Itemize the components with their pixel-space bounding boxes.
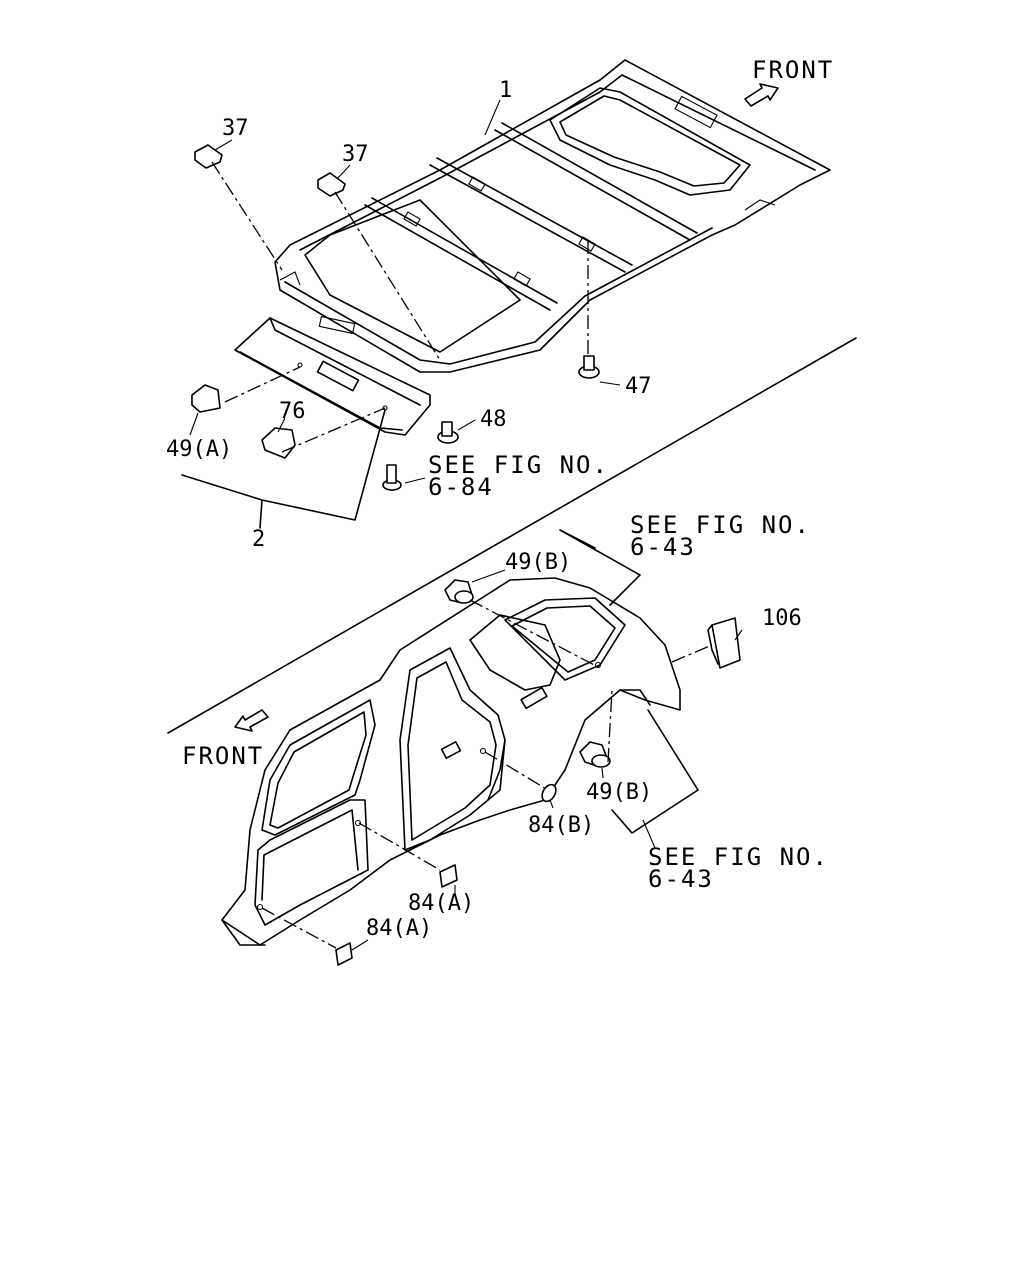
plug-84a-lower <box>335 942 353 966</box>
clip-37-a <box>194 144 223 169</box>
clip-49a <box>191 384 221 413</box>
see-fig-643a-line2: 6-43 <box>630 533 696 561</box>
visor-holder-76 <box>261 427 296 459</box>
sunvisor-assembly <box>234 317 431 436</box>
callout-84a-upper: 84(A) <box>408 891 474 916</box>
callout-84a-lower: 84(A) <box>366 916 432 941</box>
callout-48: 48 <box>480 407 507 432</box>
front-label-top: FRONT <box>752 56 834 84</box>
headliner-part <box>274 59 831 373</box>
front-arrow-top-icon <box>744 83 779 107</box>
callout-106: 106 <box>762 606 802 631</box>
front-arrow-bottom-icon <box>234 709 269 732</box>
callout-49a: 49(A) <box>166 437 232 462</box>
see-fig-643b-line1: SEE FIG NO. <box>648 843 829 871</box>
see-fig-684-line2: 6-84 <box>428 473 494 501</box>
clip-49b-top <box>444 579 474 604</box>
callout-47: 47 <box>625 374 652 399</box>
plug-84a-upper <box>439 864 458 888</box>
screw-48 <box>437 421 459 444</box>
screw-6-84 <box>382 464 402 491</box>
callout-49b-bottom: 49(B) <box>586 780 652 805</box>
callout-2: 2 <box>252 527 265 552</box>
clip-49b-bottom <box>579 741 611 768</box>
cover-106 <box>707 617 741 669</box>
see-fig-643a-line1: SEE FIG NO. <box>630 511 811 539</box>
screw-47 <box>578 355 600 379</box>
section-divider <box>167 337 857 734</box>
callout-37b: 37 <box>342 142 369 167</box>
see-fig-643b-line2: 6-43 <box>648 865 714 893</box>
see-fig-684-line1: SEE FIG NO. <box>428 451 609 479</box>
body-side-panel <box>221 577 681 946</box>
callout-49b-top: 49(B) <box>505 550 571 575</box>
front-label-bottom: FRONT <box>182 742 264 770</box>
clip-37-b <box>317 172 346 197</box>
callout-84b: 84(B) <box>528 813 594 838</box>
callout-1: 1 <box>499 78 512 103</box>
callout-37a: 37 <box>222 116 249 141</box>
callout-76: 76 <box>279 399 306 424</box>
